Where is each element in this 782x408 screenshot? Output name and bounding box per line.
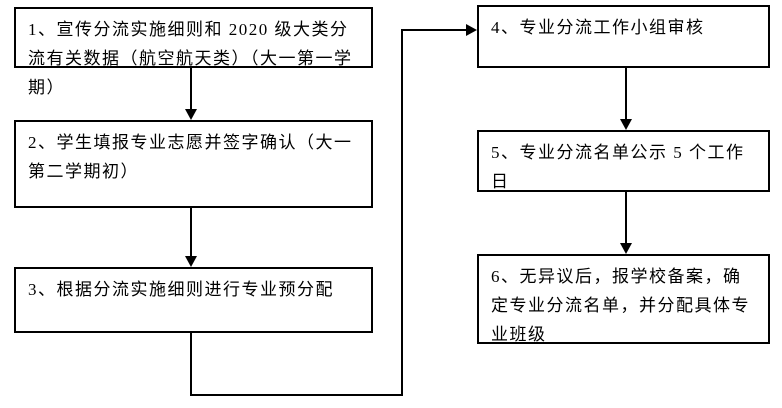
flow-step-3-box: 3、根据分流实施细则进行专业预分配 — [14, 267, 373, 333]
flow-step-5-box: 5、专业分流名单公示 5 个工作日 — [477, 130, 770, 192]
arrow-step3-to-step4 — [190, 24, 477, 396]
flow-step-1-box: 1、宣传分流实施细则和 2020 级大类分流有关数据（航空航天类）（大一第一学期… — [14, 7, 373, 97]
flow-step-4-box: 4、专业分流工作小组审核 — [477, 5, 770, 68]
flow-step-6-box: 6、无异议后，报学校备案，确定专业分流名单，并分配具体专业班级 — [477, 254, 770, 344]
flow-step-2-box: 2、学生填报专业志愿并签字确认（大一第二学期初） — [14, 120, 373, 208]
arrow-step1-to-step2 — [185, 68, 197, 120]
arrow-step5-to-step6 — [620, 192, 632, 254]
arrow-step4-to-step5 — [620, 68, 632, 130]
arrow-step2-to-step3 — [185, 208, 197, 267]
